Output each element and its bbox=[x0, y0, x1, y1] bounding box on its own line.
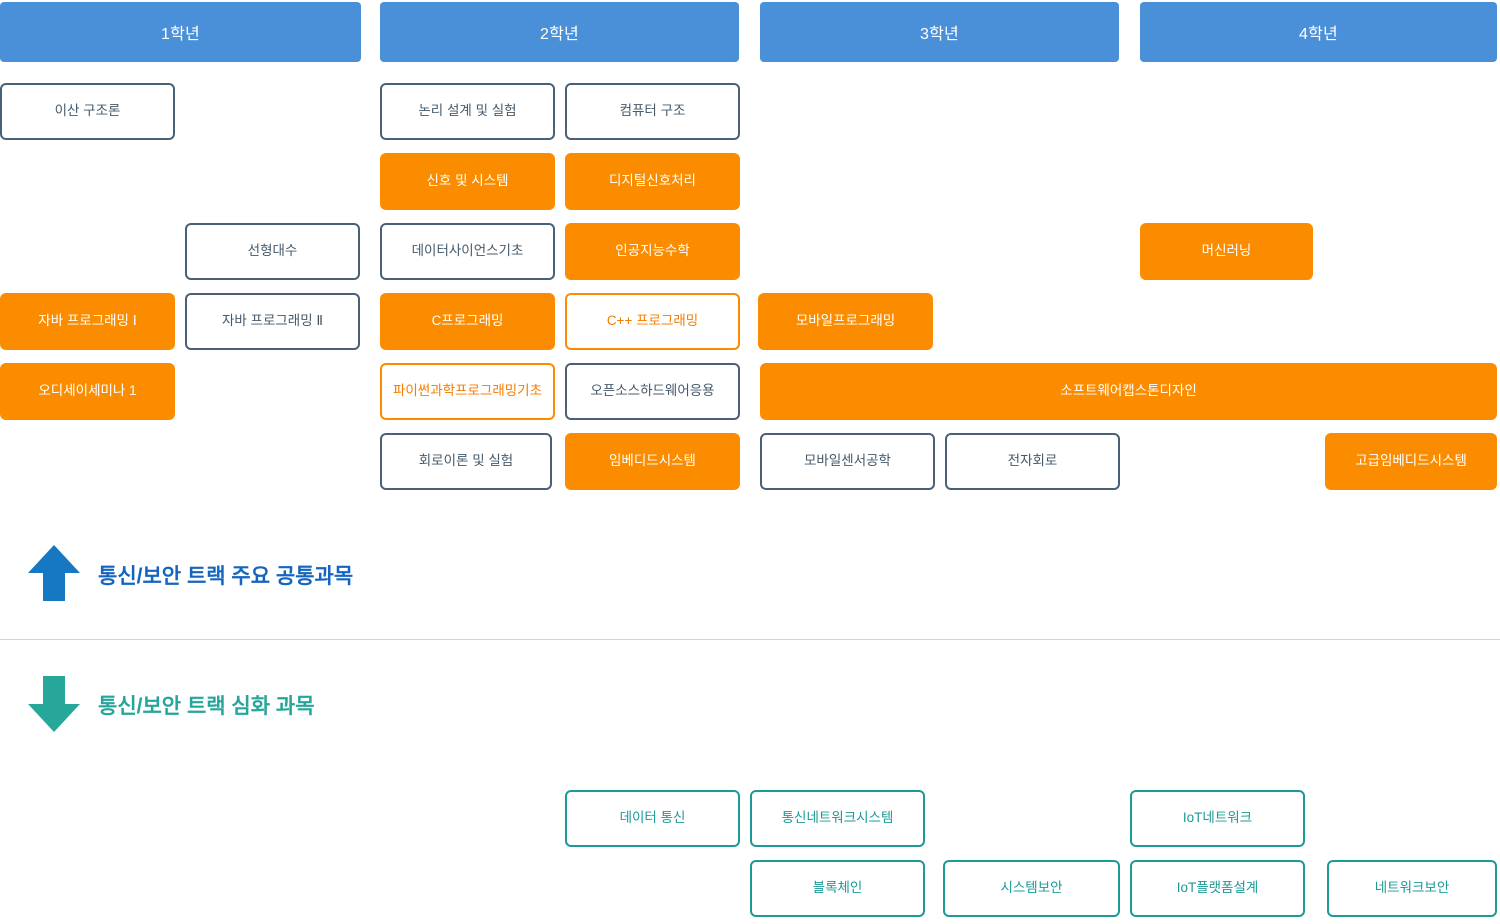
course-box[interactable]: 데이터사이언스기초 bbox=[380, 223, 555, 280]
course-box[interactable]: 임베디드시스템 bbox=[565, 433, 740, 490]
course-box[interactable]: 이산 구조론 bbox=[0, 83, 175, 140]
arrow-up-icon bbox=[26, 543, 82, 603]
course-box[interactable]: 자바 프로그래밍 Ⅱ bbox=[185, 293, 360, 350]
track-course-box[interactable]: 네트워크보안 bbox=[1327, 860, 1497, 917]
course-box[interactable]: 선형대수 bbox=[185, 223, 360, 280]
course-box[interactable]: 고급임베디드시스템 bbox=[1325, 433, 1497, 490]
track-course-box[interactable]: 통신네트워크시스템 bbox=[750, 790, 925, 847]
arrow-down-icon bbox=[26, 674, 82, 734]
track-course-box[interactable]: 블록체인 bbox=[750, 860, 925, 917]
course-box[interactable]: 디지털신호처리 bbox=[565, 153, 740, 210]
course-box[interactable]: 소프트웨어캡스톤디자인 bbox=[760, 363, 1497, 420]
year-header-3: 3학년 bbox=[760, 2, 1119, 62]
course-box[interactable]: C++ 프로그래밍 bbox=[565, 293, 740, 350]
course-box[interactable]: 자바 프로그래밍 Ⅰ bbox=[0, 293, 175, 350]
section-divider bbox=[0, 639, 1500, 640]
course-box[interactable]: 컴퓨터 구조 bbox=[565, 83, 740, 140]
track-course-box[interactable]: IoT네트워크 bbox=[1130, 790, 1305, 847]
year-header-1: 1학년 bbox=[0, 2, 361, 62]
course-box[interactable]: 인공지능수학 bbox=[565, 223, 740, 280]
course-box[interactable]: C프로그래밍 bbox=[380, 293, 555, 350]
course-box[interactable]: 신호 및 시스템 bbox=[380, 153, 555, 210]
course-box[interactable]: 모바일프로그래밍 bbox=[758, 293, 933, 350]
course-box[interactable]: 전자회로 bbox=[945, 433, 1120, 490]
course-box[interactable]: 파이썬과학프로그래밍기초 bbox=[380, 363, 555, 420]
year-header-2: 2학년 bbox=[380, 2, 739, 62]
course-box[interactable]: 모바일센서공학 bbox=[760, 433, 935, 490]
track-course-box[interactable]: IoT플랫폼설계 bbox=[1130, 860, 1305, 917]
course-box[interactable]: 머신러닝 bbox=[1140, 223, 1313, 280]
course-box[interactable]: 회로이론 및 실험 bbox=[380, 433, 552, 490]
legend-label-advanced-track: 통신/보안 트랙 심화 과목 bbox=[98, 695, 315, 718]
course-box[interactable]: 논리 설계 및 실험 bbox=[380, 83, 555, 140]
track-course-box[interactable]: 시스템보안 bbox=[943, 860, 1120, 917]
course-box[interactable]: 오픈소스하드웨어응용 bbox=[565, 363, 740, 420]
course-box[interactable]: 오디세이세미나 1 bbox=[0, 363, 175, 420]
legend-label-common-track: 통신/보안 트랙 주요 공통과목 bbox=[98, 565, 354, 588]
track-course-box[interactable]: 데이터 통신 bbox=[565, 790, 740, 847]
year-header-4: 4학년 bbox=[1140, 2, 1497, 62]
